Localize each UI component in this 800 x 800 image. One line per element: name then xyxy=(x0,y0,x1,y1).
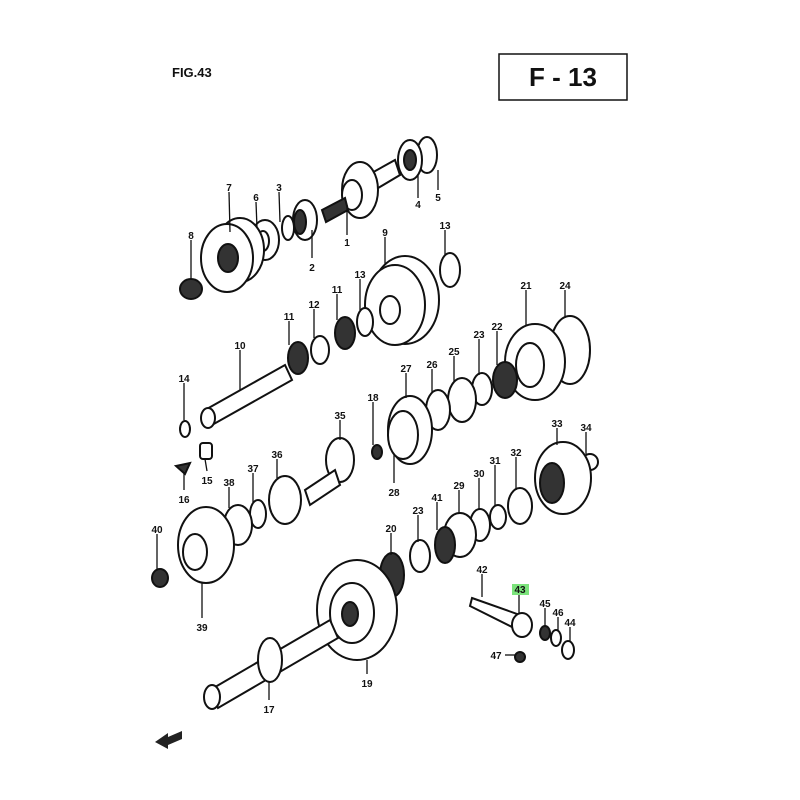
callout-18[interactable]: 18 xyxy=(367,393,379,404)
callout-10[interactable]: 10 xyxy=(234,341,246,352)
callout-42[interactable]: 42 xyxy=(476,565,488,576)
callout-26[interactable]: 26 xyxy=(426,360,438,371)
callout-6[interactable]: 6 xyxy=(253,193,259,204)
callout-46[interactable]: 46 xyxy=(552,608,564,619)
callout-2[interactable]: 2 xyxy=(309,263,315,274)
callout-9[interactable]: 9 xyxy=(382,228,388,239)
callout-11[interactable]: 11 xyxy=(284,312,295,323)
callout-8[interactable]: 8 xyxy=(188,231,194,242)
callout-27[interactable]: 27 xyxy=(400,364,412,375)
callout-4[interactable]: 4 xyxy=(415,200,421,211)
figure-number: FIG.43 xyxy=(172,65,212,80)
callout-14[interactable]: 14 xyxy=(178,374,190,385)
callout-21[interactable]: 21 xyxy=(520,281,532,292)
callout-24[interactable]: 24 xyxy=(559,281,571,292)
callout-1[interactable]: 1 xyxy=(344,238,350,249)
callout-17[interactable]: 17 xyxy=(263,705,275,716)
callout-11[interactable]: 11 xyxy=(332,285,343,296)
leader-lines xyxy=(156,170,587,700)
callout-12[interactable]: 12 xyxy=(308,300,320,311)
callout-28[interactable]: 28 xyxy=(388,488,400,499)
callout-33[interactable]: 33 xyxy=(551,419,563,430)
callout-39[interactable]: 39 xyxy=(196,623,208,634)
callout-32[interactable]: 32 xyxy=(510,448,522,459)
callout-31[interactable]: 31 xyxy=(489,456,501,467)
callout-41[interactable]: 41 xyxy=(431,493,443,504)
part-group-counter xyxy=(173,252,461,476)
callout-20[interactable]: 20 xyxy=(385,524,397,535)
callout-16[interactable]: 16 xyxy=(178,495,190,506)
callout-44[interactable]: 44 xyxy=(564,618,576,629)
callout-37[interactable]: 37 xyxy=(247,464,259,475)
callout-30[interactable]: 30 xyxy=(473,469,485,480)
callout-40[interactable]: 40 xyxy=(151,525,163,536)
callout-47[interactable]: 47 xyxy=(490,651,502,662)
callout-5[interactable]: 5 xyxy=(435,193,441,204)
callout-29[interactable]: 29 xyxy=(453,481,465,492)
callout-7[interactable]: 7 xyxy=(226,183,232,194)
callout-13[interactable]: 13 xyxy=(439,221,451,232)
part-group-lower xyxy=(203,441,599,710)
callout-labels: 7 6 3 8 2 1 4 5 9 13 13 11 12 11 10 14 2… xyxy=(151,183,592,716)
callout-36[interactable]: 36 xyxy=(271,450,283,461)
page-code: F - 13 xyxy=(529,62,597,92)
callout-23[interactable]: 23 xyxy=(473,330,485,341)
front-direction-arrow-icon xyxy=(155,731,182,749)
page-code-box xyxy=(498,53,628,101)
callout-13[interactable]: 13 xyxy=(354,270,366,281)
callout-23[interactable]: 23 xyxy=(412,506,424,517)
callout-highlight xyxy=(512,584,529,595)
part-group-top xyxy=(179,136,438,300)
callout-3[interactable]: 3 xyxy=(276,183,282,194)
callout-35[interactable]: 35 xyxy=(334,411,346,422)
callout-22[interactable]: 22 xyxy=(491,322,503,333)
callout-34[interactable]: 34 xyxy=(580,423,592,434)
callout-15[interactable]: 15 xyxy=(201,476,213,487)
callout-25[interactable]: 25 xyxy=(448,347,460,358)
part-group-main xyxy=(151,315,591,588)
callout-38[interactable]: 38 xyxy=(223,478,235,489)
callout-19[interactable]: 19 xyxy=(361,679,373,690)
callout-45[interactable]: 45 xyxy=(539,599,551,610)
callout-43-highlighted[interactable]: 43 xyxy=(514,585,526,596)
